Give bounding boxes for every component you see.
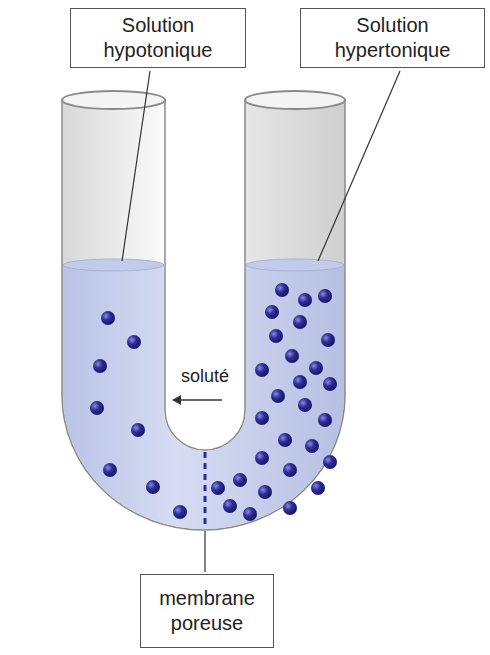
- solute-particle: [258, 485, 272, 499]
- label-box: Solution hypertonique: [300, 8, 485, 68]
- solute-particle: [318, 289, 332, 303]
- tube-rim: [62, 91, 165, 109]
- solute-particle: [255, 363, 269, 377]
- solute-particle: [278, 433, 292, 447]
- solute-arrowhead: [172, 395, 181, 405]
- label-text: Solution hypertonique: [309, 13, 476, 63]
- solute-particle: [131, 423, 145, 437]
- solute-particle: [243, 507, 257, 521]
- solute-particle: [173, 505, 187, 519]
- solute-particle: [285, 349, 299, 363]
- solute-particle: [103, 463, 117, 477]
- solute-particle: [146, 480, 160, 494]
- solute-particles: [90, 283, 337, 521]
- solute-particle: [265, 305, 279, 319]
- label-text: Solution hypotonique: [79, 13, 237, 63]
- solute-particle: [269, 329, 283, 343]
- u-tube: [62, 100, 345, 530]
- solute-particle: [101, 311, 115, 325]
- solute-particle: [298, 398, 312, 412]
- liquid: [63, 265, 344, 529]
- solute-particle: [293, 315, 307, 329]
- solute-particle: [311, 481, 325, 495]
- solute-particle: [93, 359, 107, 373]
- solute-particle: [223, 499, 237, 513]
- solute-particle: [283, 463, 297, 477]
- solute-particle: [323, 377, 337, 391]
- porous-membrane: [204, 452, 207, 528]
- solute-particle: [90, 401, 104, 415]
- solute-particle: [127, 335, 141, 349]
- solute-particle: [283, 501, 297, 515]
- solute-particle: [318, 413, 332, 427]
- solute-particle: [275, 283, 289, 297]
- solute-particle: [321, 333, 335, 347]
- solute-particle: [309, 361, 323, 375]
- label-box: Solution hypotonique: [70, 8, 246, 68]
- solute-particle: [293, 375, 307, 389]
- label-text: membrane poreuse: [149, 586, 265, 636]
- leader-line: [204, 531, 205, 572]
- liquid-surface: [246, 259, 344, 271]
- solute-particle: [298, 293, 312, 307]
- label-box: membrane poreuse: [140, 574, 274, 648]
- solute-particle: [255, 451, 269, 465]
- solute-particle: [233, 473, 247, 487]
- leader-line: [122, 71, 150, 261]
- solute-particle: [305, 439, 319, 453]
- solute-arrow: [178, 399, 222, 401]
- solute-particle: [271, 389, 285, 403]
- solute-particle: [323, 455, 337, 469]
- solute-label: soluté: [181, 366, 229, 387]
- tube-rim: [245, 91, 345, 109]
- leader-line: [318, 71, 400, 261]
- solute-particle: [211, 481, 225, 495]
- solute-particle: [255, 411, 269, 425]
- liquid-surface: [63, 259, 164, 271]
